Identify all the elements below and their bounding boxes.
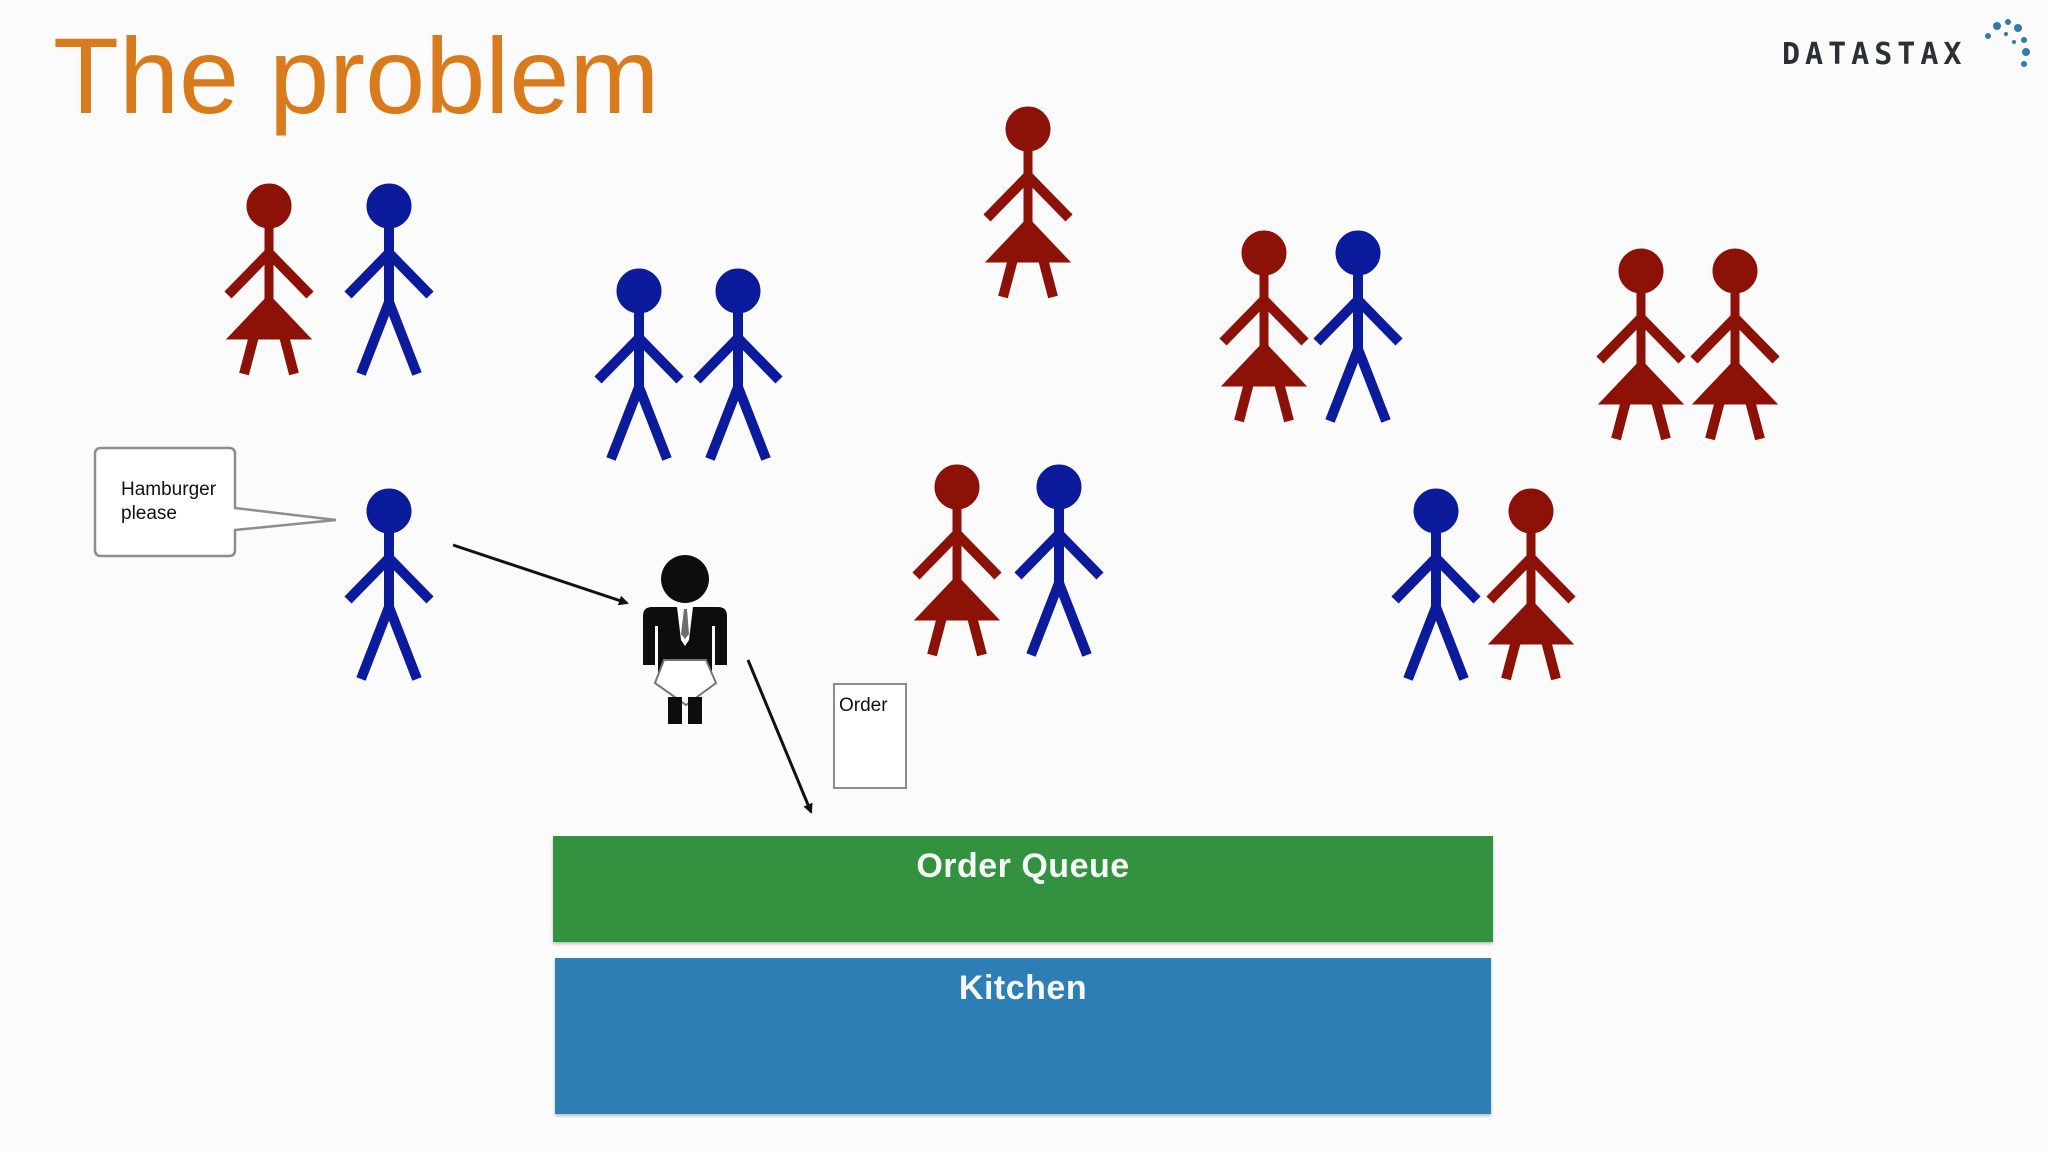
logo-wordmark: DATASTAX	[1782, 37, 1967, 72]
order-queue: Order Queue	[553, 836, 1493, 942]
datastax-logo: DATASTAX	[1780, 18, 2030, 78]
person-female	[1489, 489, 1573, 679]
person-male	[348, 184, 430, 374]
speech-bubble	[93, 446, 337, 558]
person-female	[227, 184, 311, 374]
person-female	[1693, 249, 1777, 439]
kitchen-label: Kitchen	[958, 969, 1088, 1007]
speech-text: Hamburger please	[121, 479, 217, 524]
person-male	[1018, 465, 1100, 655]
person-female	[915, 465, 999, 655]
person-female	[986, 107, 1070, 297]
kitchen: Kitchen	[555, 958, 1491, 1114]
order-card: Order	[833, 683, 907, 789]
person-female	[1222, 231, 1306, 421]
person-male	[1317, 231, 1399, 421]
waiter-to-queue-arrow	[746, 659, 813, 814]
waiter-icon	[643, 555, 727, 724]
slide-title: The problem	[53, 15, 660, 136]
customer-to-waiter-arrow	[452, 543, 629, 606]
customer-ordering	[348, 489, 430, 679]
order-queue-label: Order Queue	[916, 847, 1130, 885]
person-male	[1395, 489, 1477, 679]
person-male	[598, 269, 680, 459]
order-card-label: Order	[839, 695, 888, 716]
person-female	[1599, 249, 1683, 439]
person-male	[697, 269, 779, 459]
logo-dots-icon	[1985, 19, 2030, 67]
